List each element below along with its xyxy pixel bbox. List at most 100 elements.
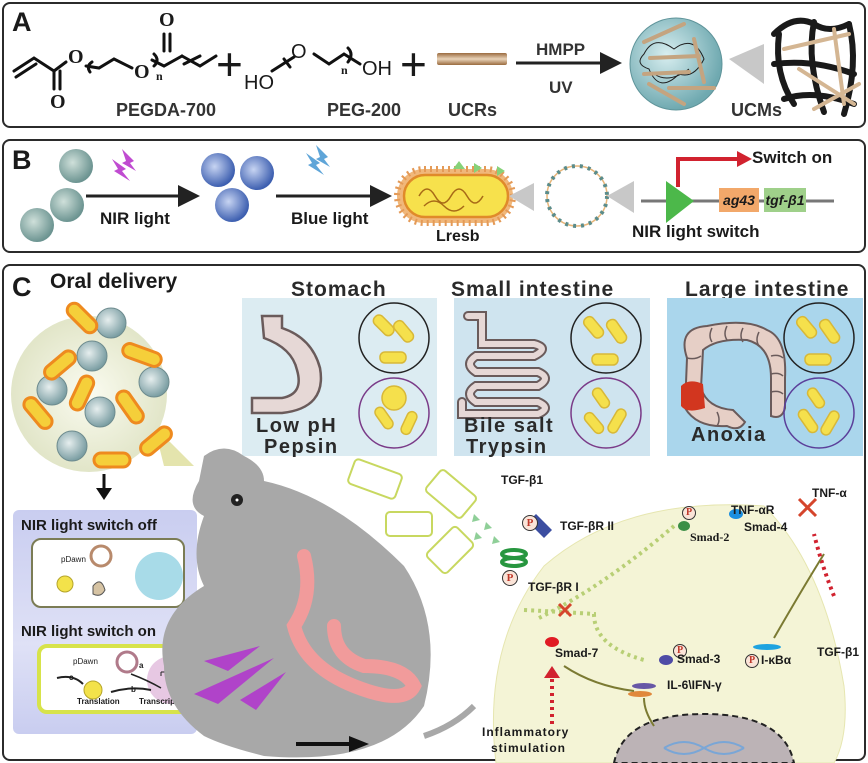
- switch-on-label: Switch on: [752, 148, 833, 167]
- tgf-beta1-label-top: TGF-β1: [501, 473, 543, 487]
- pegda-oxygen-1: O: [68, 46, 84, 68]
- small-intestine-condition-1: Bile salt: [464, 415, 555, 437]
- inhibition-x-icon: [557, 602, 573, 618]
- oral-delivery-title: Oral delivery: [50, 270, 178, 293]
- switch-on-title: NIR light switch on: [21, 623, 156, 640]
- region-title-small-intestine: Small intestine: [451, 278, 615, 301]
- plus-sign-2: +: [400, 38, 427, 90]
- engineered-bacteria-icon: [347, 458, 477, 575]
- reagent-label-peg: PEG-200: [327, 100, 402, 120]
- arrow-label-hmpp: HMPP: [536, 40, 586, 59]
- inflammatory-label-1: Inflammatory: [482, 725, 570, 739]
- smad3-icon: [659, 655, 673, 665]
- lresb-label: Lresb: [436, 228, 480, 245]
- large-intestine-condition-1: Anoxia: [691, 424, 767, 446]
- reagent-label-ucrs: UCRs: [448, 100, 498, 120]
- product-label-ucms: UCMs: [731, 100, 783, 120]
- signaling-cell: [492, 497, 846, 763]
- region-small-intestine: Bile salt Trypsin: [454, 298, 650, 458]
- smad7-label: Smad-7: [555, 646, 599, 660]
- panel-b-light-cascade: B: [2, 139, 866, 253]
- tgf-beta-r1-label: TGF-βR I: [528, 580, 579, 594]
- il6-ifn-gamma-label: IL-6\IFN-γ: [667, 678, 722, 692]
- translation-label: Translation: [77, 697, 120, 706]
- gene-ag43: ag43: [719, 188, 759, 212]
- peg-hydroxyl-right: OH: [362, 58, 392, 80]
- panel-b-graphics: [20, 145, 834, 242]
- tgf-beta-r2-label: TGF-βR II: [560, 519, 614, 533]
- right-arrow-icon: [349, 736, 369, 752]
- region-title-large-intestine: Large intestine: [685, 278, 850, 301]
- il6-ifn-icon: [632, 683, 656, 689]
- nucleus-icon: [612, 712, 796, 763]
- pegda-repeat-n: n: [156, 69, 163, 83]
- peg-structure: [270, 46, 362, 73]
- step-b-label: b: [131, 685, 136, 694]
- ucm-beads-icon: [20, 149, 93, 242]
- reagent-label-pegda: PEGDA-700: [116, 100, 217, 120]
- oral-capsule-icon: [11, 301, 194, 500]
- plasmid-icon: [89, 544, 113, 568]
- nir-light-switch-label: NIR light switch: [632, 222, 760, 241]
- ikb-icon: [753, 644, 781, 650]
- panel-a-synthesis: A O O O O n PEGDA-700 + HO O n O: [2, 2, 866, 128]
- region-title-stomach: Stomach: [291, 278, 387, 301]
- plasmid-label-on: pDawn: [73, 657, 98, 666]
- phospho-icon: P: [522, 515, 538, 531]
- down-arrow-icon: [96, 488, 112, 500]
- switch-off-cell: pDawn: [31, 538, 185, 608]
- phospho-icon: P: [682, 506, 696, 520]
- plasmid-label-off: pDawn: [61, 555, 86, 564]
- transcription-label: Transcription: [139, 697, 190, 706]
- arrow-blue-icon: [370, 185, 392, 207]
- dna-icon: [663, 741, 745, 755]
- surface-zoom-icon: [545, 164, 634, 228]
- gene-tgf-beta1: tgf-β1: [764, 188, 806, 212]
- panel-a-label: A: [12, 7, 32, 37]
- signal-path-icon: [523, 524, 676, 662]
- polymerase-icon: [92, 581, 106, 596]
- peg-hydroxyl-left: HO: [244, 72, 274, 94]
- tnf-alpha-label: TNF-α: [812, 486, 847, 500]
- nir-light-label: NIR light: [100, 209, 170, 228]
- smad2-label: Smad-2: [690, 530, 730, 544]
- inflammatory-label-2: stimulation: [491, 741, 567, 755]
- cell-nucleus-icon: [135, 552, 183, 600]
- region-stomach: Low pH Pepsin: [242, 298, 437, 458]
- smad7-icon: [545, 637, 559, 647]
- small-intestine-icon: [457, 302, 642, 449]
- pegda-oxygen-3: O: [159, 9, 175, 31]
- nir-light-icon: [112, 149, 136, 181]
- panel-c-label: C: [12, 272, 32, 302]
- activated-beads-icon: [201, 153, 274, 222]
- tnf-alpha-receptor-label: TNF-αR: [731, 503, 775, 517]
- tgf-beta-receptor1-icon: [500, 548, 528, 568]
- step-a-label: a: [139, 661, 144, 670]
- arrow-nir-icon: [178, 185, 200, 207]
- transcription-arrow-icon: [130, 673, 162, 689]
- peg-oxygen: O: [291, 41, 307, 63]
- ikb-alpha-label: I-κBα: [761, 653, 792, 667]
- smad4-label: Smad-4: [744, 520, 788, 534]
- smad3-label: Smad-3: [677, 652, 721, 666]
- panel-c-oral-delivery: C Oral delivery Stomach: [2, 264, 866, 763]
- nir-irradiation-icon: [194, 646, 286, 710]
- ucr-rod-icon: [437, 53, 507, 65]
- plus-sign-1: +: [216, 38, 243, 90]
- step-c-label: c: [69, 673, 74, 682]
- plasmid-icon: [115, 650, 139, 674]
- panel-b-label: B: [12, 145, 32, 175]
- tgf-beta1-label-right: TGF-β1: [817, 645, 859, 659]
- pegda-oxygen-4: O: [50, 91, 66, 113]
- pegda-oxygen-2: O: [134, 61, 150, 83]
- arrow-label-uv: UV: [549, 78, 573, 97]
- phospho-icon: P: [745, 654, 759, 668]
- large-intestine-icon: [681, 302, 855, 449]
- mouse-illustration: [162, 448, 500, 758]
- region-large-intestine: Anoxia: [667, 298, 863, 456]
- stomach-icon: [250, 302, 430, 449]
- pegda-structure: [12, 32, 218, 91]
- smad2-icon: [678, 521, 690, 531]
- stomach-condition-2: Pepsin: [264, 436, 339, 458]
- ucm-microsphere-icon: [629, 17, 861, 117]
